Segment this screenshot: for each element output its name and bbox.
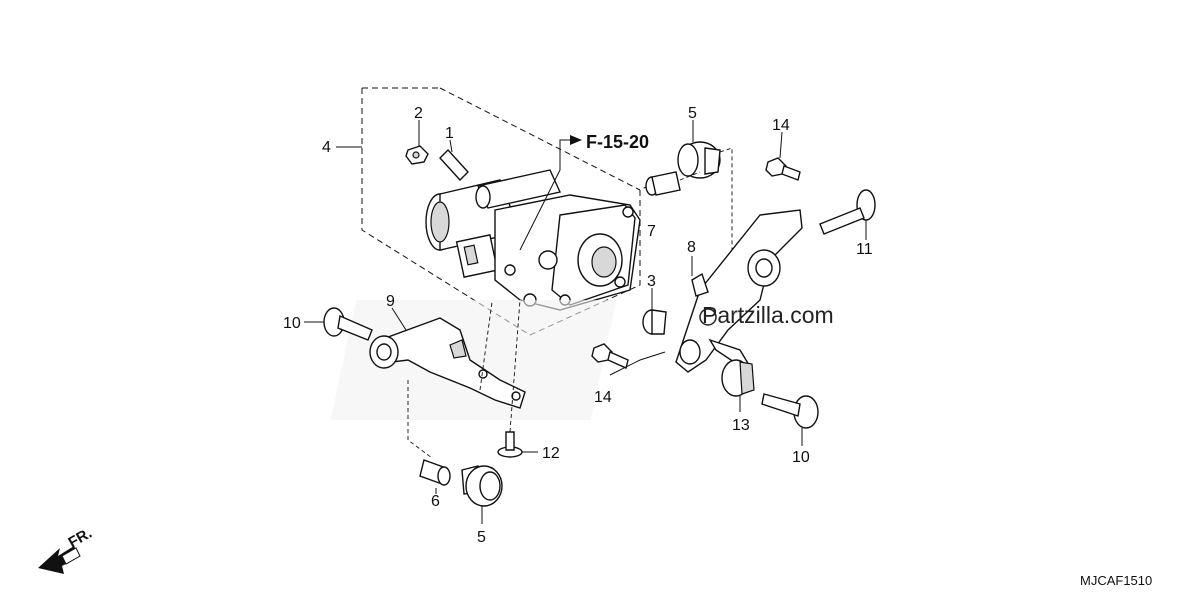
callout-13: 13 [732, 417, 750, 434]
callout-5: 5 [477, 529, 486, 546]
diagram-code: MJCAF1510 [1080, 573, 1152, 588]
callout-7: 7 [647, 223, 656, 240]
part-11-long-bolt [819, 189, 876, 240]
callout-9: 9 [386, 293, 395, 310]
callout-2: 2 [414, 105, 423, 122]
part-12-bolt [479, 299, 538, 458]
part-13-grommet [721, 359, 755, 412]
front-marker: FR. [66, 525, 95, 552]
callout-1: 1 [445, 125, 454, 142]
part-14-bolt-top [765, 131, 801, 181]
watermark: Partzilla.com [702, 302, 834, 328]
actuator-assembly [330, 169, 641, 420]
right-bracket [675, 209, 803, 373]
callout-14: 14 [772, 117, 790, 134]
part-5-grommet-bottom [461, 465, 503, 524]
callout-14: 14 [594, 389, 612, 406]
reference-label: F-15-20 [586, 132, 649, 152]
callout-11: 11 [856, 241, 873, 258]
part-2-nut [405, 120, 429, 165]
part-14-bolt-bottom [591, 343, 666, 376]
part-6-collar [407, 380, 451, 494]
reference-arrow [519, 135, 582, 251]
part-1-screw [439, 139, 469, 182]
left-bracket [369, 307, 526, 409]
part-10-bolt-right [761, 393, 819, 446]
callout-12: 12 [542, 445, 560, 462]
part-3-collar [642, 288, 667, 335]
part-10-bolt-left [304, 307, 373, 341]
part-7-collar [645, 171, 701, 196]
callout-6: 6 [431, 493, 440, 510]
callout-10: 10 [792, 449, 810, 466]
part-5-grommet-top [677, 120, 733, 290]
callout-3: 3 [647, 273, 656, 290]
callout-4: 4 [322, 139, 331, 156]
callout-5: 5 [688, 105, 697, 122]
watermark-logo-icon [699, 308, 717, 326]
callout-8: 8 [687, 239, 696, 256]
front-arrow-icon [38, 546, 81, 574]
callout-10: 10 [283, 315, 301, 332]
